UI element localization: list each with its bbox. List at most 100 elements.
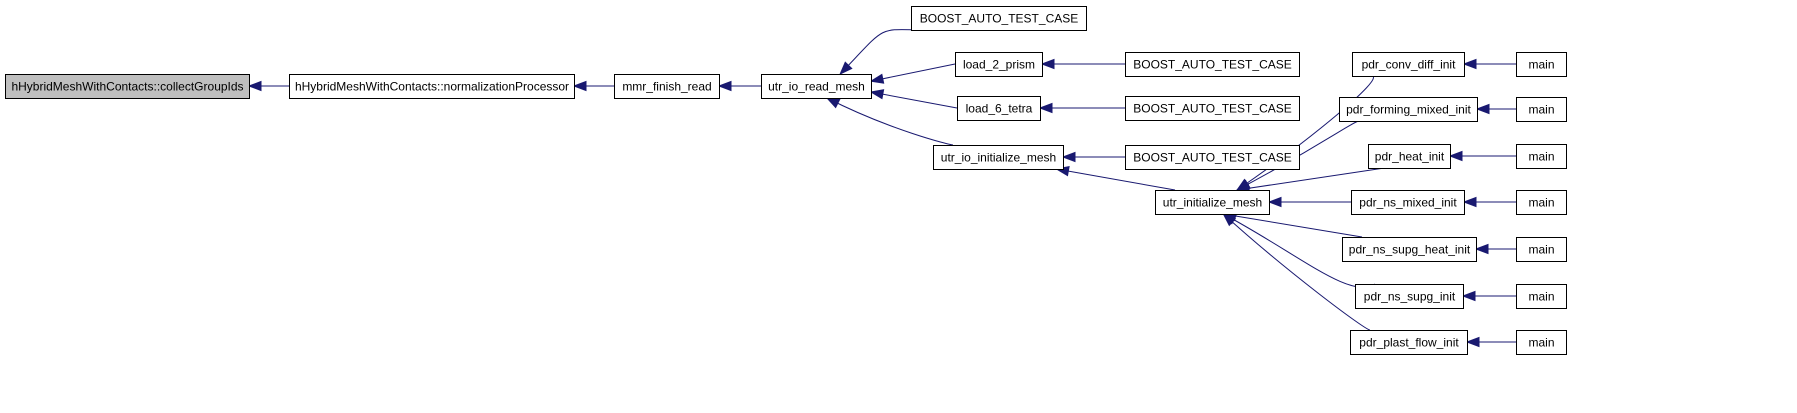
node-boost1[interactable]: BOOST_AUTO_TEST_CASE	[911, 6, 1087, 31]
edge-prism-to-readmesh	[870, 63, 956, 82]
node-box-nssupgheat	[1342, 237, 1477, 262]
node-label-tetra: load_6_tetra	[966, 102, 1033, 116]
node-box-main3	[1516, 144, 1567, 169]
node-main6[interactable]: main	[1516, 284, 1567, 309]
node-forming[interactable]: pdr_forming_mixed_init	[1339, 97, 1478, 122]
node-prism[interactable]: load_2_prism	[955, 52, 1043, 77]
arrowhead-main5-to-nssupgheat	[1474, 243, 1489, 255]
node-collect[interactable]: hHybridMeshWithContacts::collectGroupIds	[5, 74, 250, 99]
node-box-main2	[1516, 97, 1567, 122]
node-label-nsmixed: pdr_ns_mixed_init	[1359, 196, 1457, 210]
node-label-main3: main	[1528, 150, 1554, 164]
node-box-main4	[1516, 190, 1567, 215]
nodes-layer: hHybridMeshWithContacts::collectGroupIds…	[5, 6, 1567, 355]
node-main7[interactable]: main	[1516, 330, 1567, 355]
node-label-readmesh: utr_io_read_mesh	[768, 80, 865, 94]
arrowhead-main1-to-conv	[1462, 58, 1477, 70]
node-boost4[interactable]: BOOST_AUTO_TEST_CASE	[1125, 145, 1300, 170]
node-box-boost2	[1125, 52, 1300, 77]
node-box-main5	[1516, 237, 1567, 262]
arrowhead-boost2-to-prism	[1040, 58, 1055, 70]
node-boost2[interactable]: BOOST_AUTO_TEST_CASE	[1125, 52, 1300, 77]
node-main1[interactable]: main	[1516, 52, 1567, 77]
arrowhead-plast-to-initmesh	[1222, 213, 1237, 227]
edge-tetra-to-readmesh	[870, 91, 958, 109]
node-label-prism: load_2_prism	[963, 58, 1035, 72]
node-label-mmr: mmr_finish_read	[622, 80, 711, 94]
edge-heat-to-initmesh	[1237, 167, 1385, 191]
arrowhead-nsmixed-to-initmesh	[1267, 196, 1282, 208]
node-box-conv	[1352, 52, 1465, 77]
node-label-main7: main	[1528, 336, 1554, 350]
node-tetra[interactable]: load_6_tetra	[957, 96, 1041, 121]
node-box-initmesh	[1155, 190, 1270, 215]
node-heat[interactable]: pdr_heat_init	[1368, 144, 1451, 169]
node-box-main6	[1516, 284, 1567, 309]
node-box-mmr	[614, 74, 720, 99]
node-box-readmesh	[761, 74, 872, 99]
node-main3[interactable]: main	[1516, 144, 1567, 169]
node-main2[interactable]: main	[1516, 97, 1567, 122]
arrowhead-main7-to-plast	[1465, 336, 1480, 348]
node-box-main7	[1516, 330, 1567, 355]
node-label-norm: hHybridMeshWithContacts::normalizationPr…	[295, 80, 569, 94]
arrowhead-boost3-to-tetra	[1038, 102, 1053, 114]
node-label-nssupg: pdr_ns_supg_init	[1364, 290, 1456, 304]
node-label-nssupgheat: pdr_ns_supg_heat_init	[1349, 243, 1471, 257]
node-box-boost4	[1125, 145, 1300, 170]
edge-nssupgheat-to-initmesh	[1223, 213, 1363, 238]
node-label-collect: hHybridMeshWithContacts::collectGroupIds	[11, 80, 243, 94]
node-label-heat: pdr_heat_init	[1375, 150, 1445, 164]
edge-conv-to-initmesh	[1236, 75, 1374, 191]
node-label-forming: pdr_forming_mixed_init	[1346, 103, 1471, 117]
node-nssupgheat[interactable]: pdr_ns_supg_heat_init	[1342, 237, 1477, 262]
node-box-heat	[1368, 144, 1451, 169]
node-main5[interactable]: main	[1516, 237, 1567, 262]
edge-forming-to-initmesh	[1236, 120, 1360, 191]
node-box-boost3	[1125, 96, 1300, 121]
node-plast[interactable]: pdr_plast_flow_init	[1350, 330, 1468, 355]
arrowhead-main6-to-nssupg	[1461, 290, 1476, 302]
edges-layer	[247, 29, 1516, 348]
node-conv[interactable]: pdr_conv_diff_init	[1352, 52, 1465, 77]
node-label-plast: pdr_plast_flow_init	[1359, 336, 1459, 350]
node-label-conv: pdr_conv_diff_init	[1362, 58, 1457, 72]
arrowhead-readmesh-to-mmr	[717, 80, 732, 92]
node-box-nssupg	[1355, 284, 1464, 309]
node-box-collect	[5, 74, 250, 99]
node-initmesh[interactable]: utr_initialize_mesh	[1155, 190, 1270, 215]
arrowhead-main2-to-forming	[1475, 103, 1490, 115]
arrowhead-mmr-to-norm	[572, 80, 587, 92]
arrowhead-main3-to-heat	[1448, 150, 1463, 162]
node-boost3[interactable]: BOOST_AUTO_TEST_CASE	[1125, 96, 1300, 121]
arrowhead-ioinit-to-readmesh	[825, 97, 841, 109]
node-norm[interactable]: hHybridMeshWithContacts::normalizationPr…	[289, 74, 575, 99]
node-label-main4: main	[1528, 196, 1554, 210]
node-label-main5: main	[1528, 243, 1554, 257]
node-box-boost1	[911, 6, 1087, 31]
arrowhead-tetra-to-readmesh	[869, 89, 885, 100]
node-box-norm	[289, 74, 575, 99]
node-box-plast	[1350, 330, 1468, 355]
node-nssupg[interactable]: pdr_ns_supg_init	[1355, 284, 1464, 309]
node-box-ioinit	[933, 145, 1064, 170]
node-label-main2: main	[1528, 103, 1554, 117]
arrowhead-prism-to-readmesh	[869, 73, 885, 84]
node-mmr[interactable]: mmr_finish_read	[614, 74, 720, 99]
edge-ioinit-to-readmesh	[826, 97, 954, 146]
node-main4[interactable]: main	[1516, 190, 1567, 215]
arrowhead-boost4-to-ioinit	[1061, 151, 1076, 163]
node-label-main1: main	[1528, 58, 1554, 72]
node-label-ioinit: utr_io_initialize_mesh	[941, 151, 1056, 165]
arrowhead-main4-to-nsmixed	[1462, 196, 1477, 208]
node-label-boost1: BOOST_AUTO_TEST_CASE	[920, 12, 1079, 26]
node-box-prism	[955, 52, 1043, 77]
node-label-main6: main	[1528, 290, 1554, 304]
node-ioinit[interactable]: utr_io_initialize_mesh	[933, 145, 1064, 170]
node-nsmixed[interactable]: pdr_ns_mixed_init	[1351, 190, 1465, 215]
node-box-main1	[1516, 52, 1567, 77]
edge-plast-to-initmesh	[1223, 213, 1371, 331]
node-readmesh[interactable]: utr_io_read_mesh	[761, 74, 872, 99]
node-box-tetra	[957, 96, 1041, 121]
